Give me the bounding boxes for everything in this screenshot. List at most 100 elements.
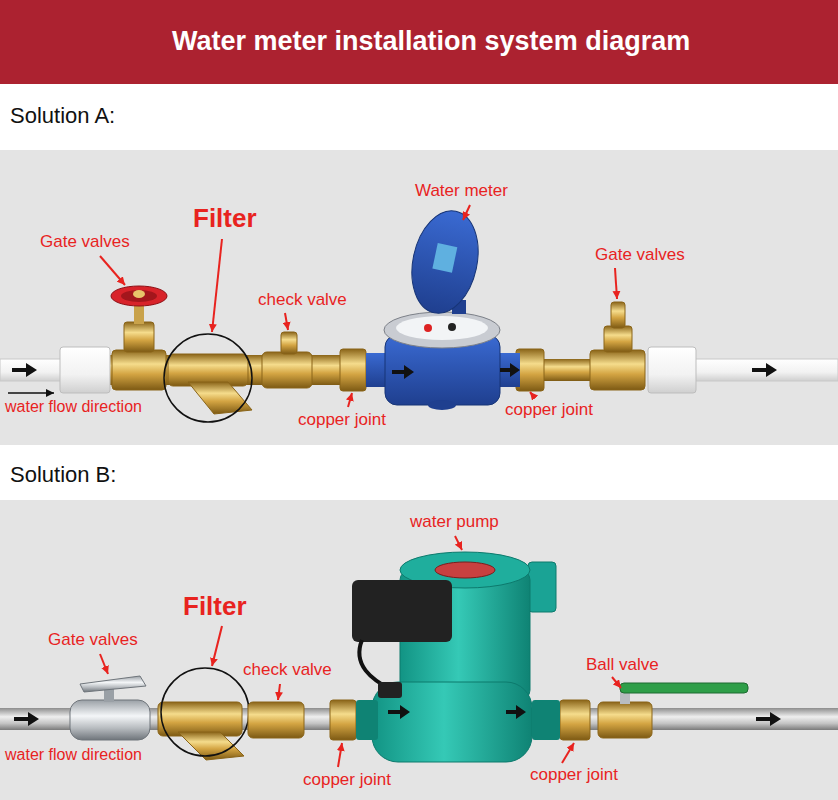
check-valve (281, 332, 297, 354)
part-name: Gate valves (595, 245, 685, 265)
flow-arrow (14, 705, 781, 726)
flow-arrow (388, 705, 410, 719)
water-pump (378, 682, 402, 698)
water-pump (372, 682, 532, 762)
leader-line (612, 677, 621, 688)
leader-line (463, 205, 470, 220)
pipe-run-a (540, 359, 596, 381)
water-meter (403, 204, 487, 319)
flow-arrow (506, 705, 526, 719)
leader-line (338, 743, 342, 767)
flow-arrow (12, 363, 37, 377)
gate-valve (70, 700, 150, 740)
filter-strainer (164, 334, 252, 422)
leader-line (615, 268, 617, 299)
filter-strainer (168, 354, 248, 386)
water-meter (432, 243, 457, 273)
pipe-run-a (648, 347, 696, 393)
flow-note: water flow direction (5, 398, 142, 416)
water-pump (352, 552, 560, 762)
part-name: water pump (410, 512, 499, 532)
filter-strainer (164, 334, 252, 422)
flow-note: water flow direction (5, 746, 142, 764)
gate-valve (80, 676, 146, 692)
pipe-run-a (60, 347, 110, 393)
flow-arrow (8, 363, 777, 393)
part-name: Filter (183, 592, 247, 622)
check-valve (262, 352, 312, 388)
water-meter (396, 316, 488, 340)
water-meter (448, 323, 456, 331)
gate-valve (111, 286, 167, 390)
water-meter (366, 204, 520, 410)
ball-valve (620, 683, 748, 693)
water-pump (435, 562, 495, 578)
water-meter (428, 400, 456, 410)
leader-line (285, 313, 288, 330)
copper-joint (560, 700, 590, 740)
leader-line (100, 205, 617, 407)
leader-line (212, 626, 222, 666)
panel-background (0, 150, 838, 800)
flow-arrow (14, 712, 39, 726)
water-meter (498, 353, 520, 387)
filter-strainer (158, 702, 242, 736)
title: Water meter installation system diagram (172, 26, 690, 57)
filter-strainer (158, 668, 249, 760)
copper-joint (516, 349, 544, 391)
part-name: Ball valve (586, 655, 659, 675)
flow-arrow (8, 392, 54, 394)
ball-valve (598, 683, 748, 738)
gate-valve (611, 302, 625, 328)
ball-valve (598, 702, 652, 738)
panel-background (0, 150, 838, 445)
panel-background (0, 500, 838, 800)
water-pump (352, 580, 452, 642)
leader-line (100, 654, 108, 674)
water-pump (528, 562, 556, 612)
filter-strainer (188, 382, 252, 414)
part-name: check valve (243, 660, 332, 680)
gate-valve (111, 286, 167, 306)
leader-line (455, 536, 462, 550)
copper-joint (340, 349, 366, 391)
part-name: copper joint (303, 770, 391, 790)
gate-valve (124, 322, 154, 352)
flow-arrow (752, 363, 777, 377)
section-heading: Solution A: (10, 103, 115, 128)
flow-arrow (500, 363, 520, 377)
part-name: copper joint (298, 410, 386, 430)
part-name: copper joint (505, 400, 593, 420)
leader-line (562, 743, 574, 763)
check-valve (248, 702, 304, 738)
leader-line (100, 256, 125, 285)
gate-valve (121, 290, 157, 302)
water-meter (384, 312, 500, 348)
water-pump (356, 700, 378, 740)
part-name: Water meter (415, 181, 508, 201)
flow-arrow (756, 712, 781, 726)
leader-line (100, 536, 621, 767)
part-name: Filter (193, 204, 257, 234)
section-heading: Solution B: (10, 462, 116, 487)
pipe-run-a (693, 359, 838, 381)
water-meter (424, 324, 432, 332)
leader-line (278, 684, 280, 700)
gate-valve (590, 350, 645, 390)
part-name: copper joint (530, 765, 618, 785)
gate-valve (590, 302, 645, 390)
part-name: Gate valves (48, 630, 138, 650)
filter-strainer (161, 668, 249, 756)
gate-valve (604, 326, 632, 352)
leader-line (348, 393, 352, 407)
gate-valve (112, 350, 166, 390)
part-name: check valve (258, 290, 347, 310)
check-valve (262, 332, 312, 388)
leader-line (530, 392, 535, 398)
gate-valve (133, 290, 145, 298)
gate-valve (70, 676, 150, 740)
leader-line (212, 239, 222, 332)
check-valve (248, 702, 304, 738)
flow-arrow (392, 365, 414, 379)
copper-joint (330, 700, 356, 740)
